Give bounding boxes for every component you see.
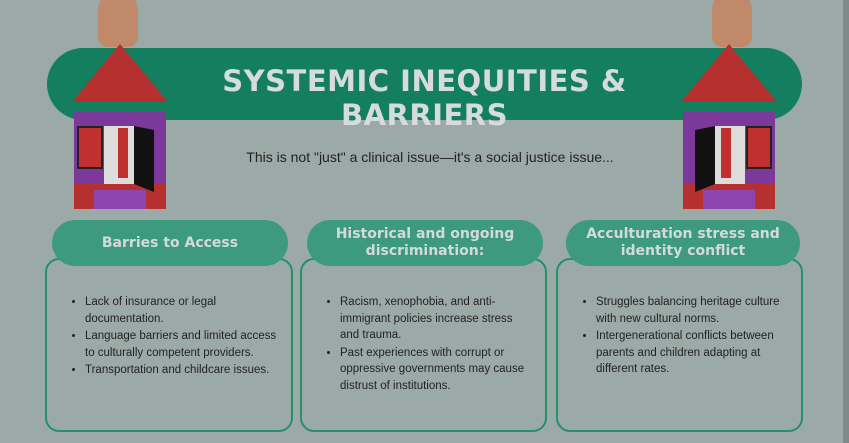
column-box-access: Lack of insurance or legal documentation… [45,258,293,432]
list-item: Racism, xenophobia, and anti-immigrant p… [340,294,531,344]
house-illustration-left [72,44,168,209]
subtitle: This is not "just" a clinical issue—it's… [246,149,614,165]
list-item: Past experiences with corrupt or oppress… [340,345,531,395]
list-item: Lack of insurance or legal documentation… [85,294,277,327]
column-heading-discrimination: Historical and ongoing discrimination: [307,220,543,266]
list-item: Language barriers and limited access to … [85,328,277,361]
title-banner: SYSTEMIC INEQUITIES & BARRIERS [47,48,802,132]
column-box-discrimination: Racism, xenophobia, and anti-immigrant p… [300,258,547,432]
page-title: SYSTEMIC INEQUITIES & BARRIERS [222,64,627,132]
window-edge [843,0,849,443]
list-item: Transportation and childcare issues. [85,362,277,379]
list-item: Intergenerational conflicts between pare… [596,328,787,378]
hand-illustration-left [98,0,138,47]
house-illustration-right [681,44,777,209]
column-heading-access: Barries to Access [52,220,288,266]
list-item: Struggles balancing heritage culture wit… [596,294,787,327]
column-heading-acculturation: Acculturation stress and identity confli… [566,220,800,266]
column-box-acculturation: Struggles balancing heritage culture wit… [556,258,803,432]
hand-illustration-right [712,0,752,47]
